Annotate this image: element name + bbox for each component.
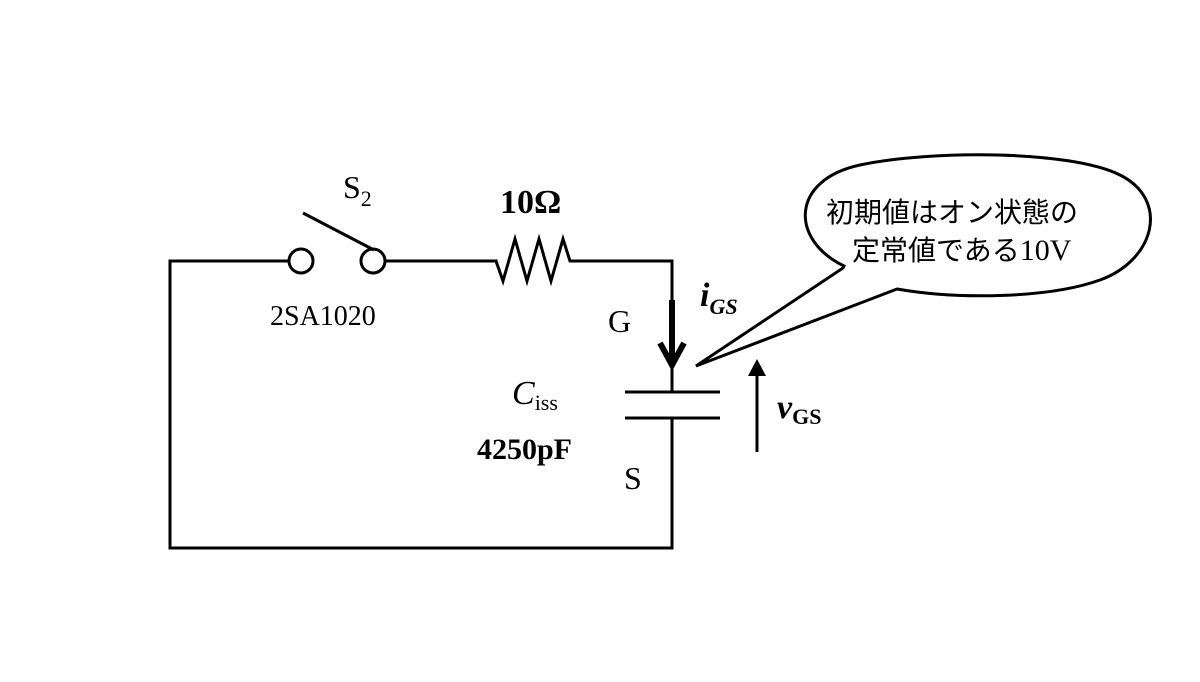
- source-label: S: [624, 460, 642, 496]
- switch-contact-right: [359, 247, 387, 275]
- voltage-label: vGS: [777, 389, 821, 429]
- voltage-arrow-head: [748, 359, 766, 376]
- capacitor-symbol: Ciss: [512, 375, 558, 415]
- callout-line-1: 初期値はオン状態の: [826, 196, 1078, 229]
- gate-label: G: [608, 303, 631, 339]
- resistor: [494, 233, 578, 287]
- current-label: iGS: [700, 277, 738, 319]
- switch-part-number: 2SA1020: [270, 301, 376, 332]
- circuit-wires: [168, 259, 674, 550]
- switch-label: S2: [343, 169, 372, 211]
- switch-contact-left: [287, 247, 315, 275]
- callout-bubble: [695, 153, 1152, 368]
- callout-line-2: 定常値である10V: [852, 234, 1072, 267]
- capacitor-value: 4250pF: [477, 433, 572, 466]
- current-arrow-head: [657, 341, 687, 372]
- resistor-value: 10Ω: [500, 184, 561, 221]
- switch-s2: [287, 211, 387, 275]
- switch-blade: [302, 211, 375, 252]
